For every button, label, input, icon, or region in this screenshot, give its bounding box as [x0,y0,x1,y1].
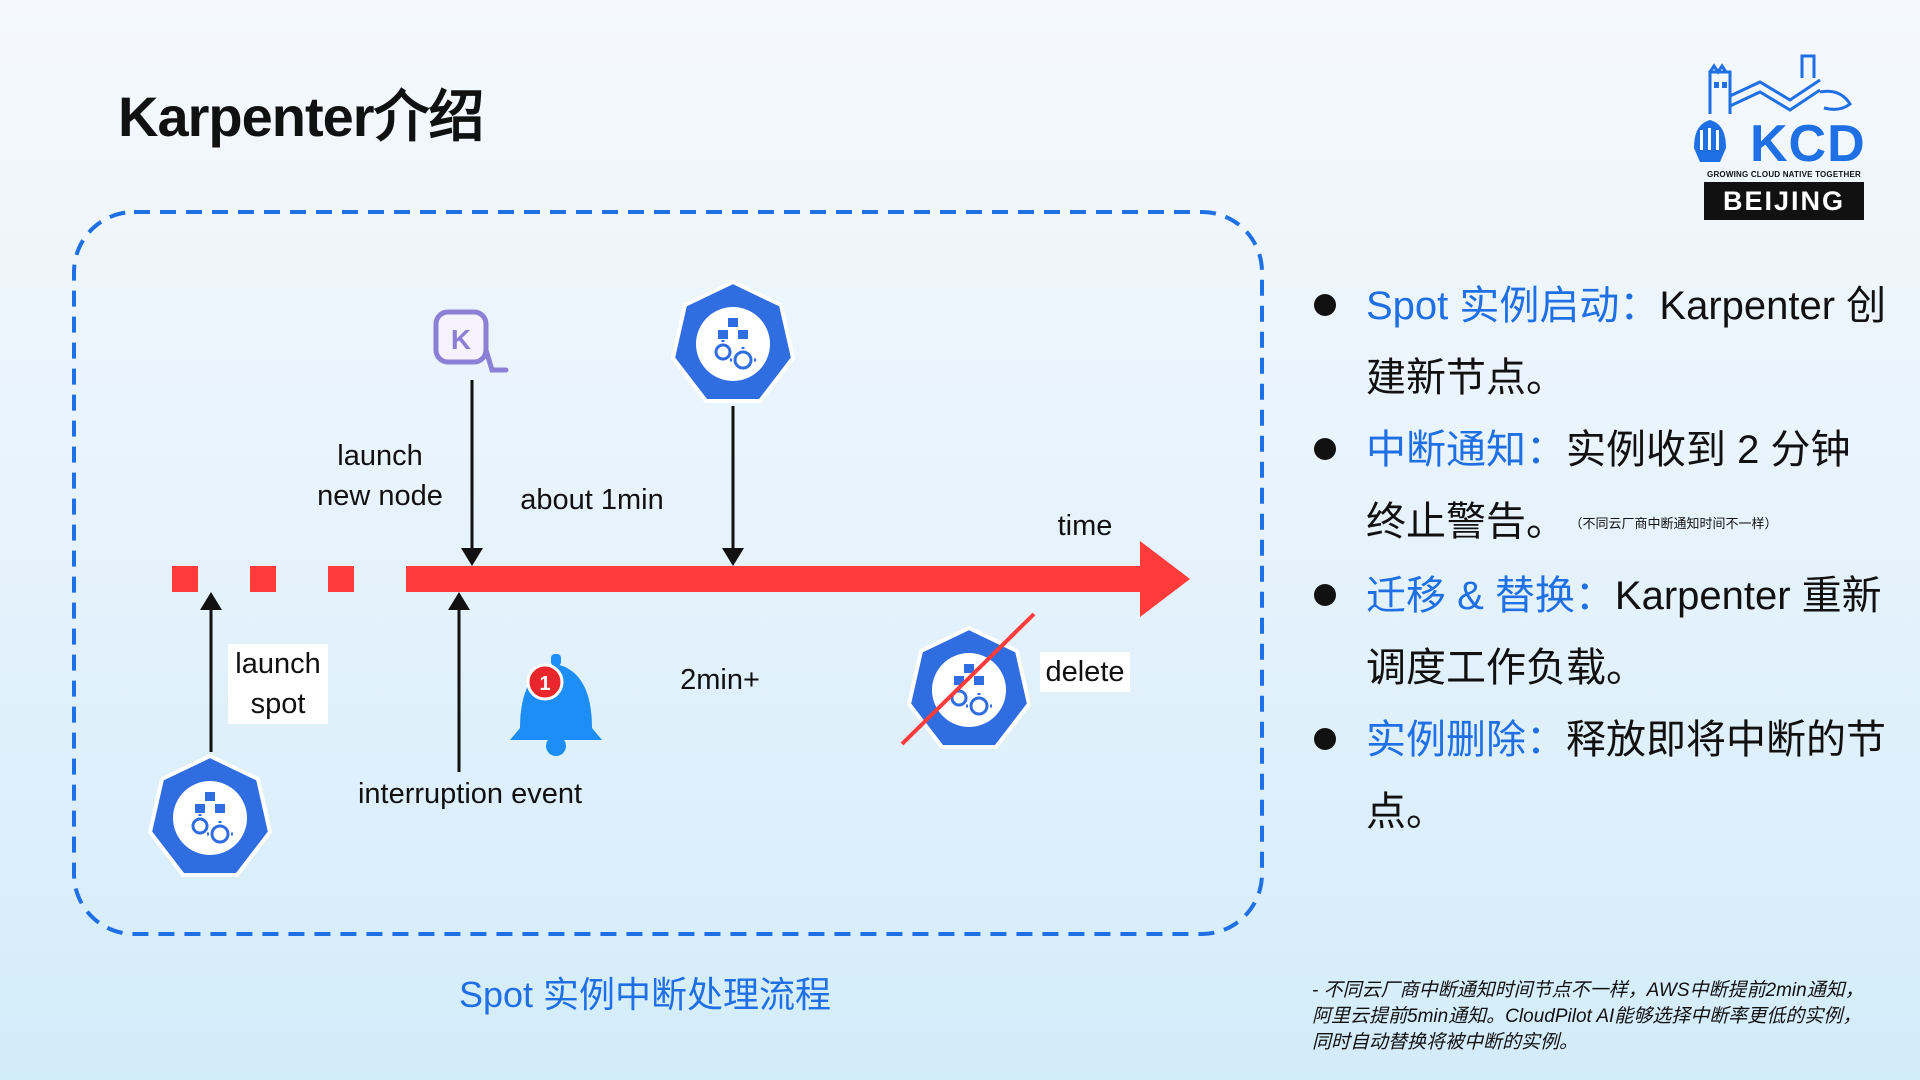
k8s-node-icon-spot [148,754,272,877]
bullet-text: Karpenter 重新调度工作负载。 [1366,574,1882,691]
bullet-highlight: 中断通知： [1366,428,1566,472]
k8s-node-icon-deleted [907,626,1031,749]
bullet-item: Spot 实例启动：Karpenter 创建新节点。 [1310,270,1890,414]
bullet-list: Spot 实例启动：Karpenter 创建新节点。 中断通知：实例收到 2 分… [1310,270,1890,848]
k8s-node-icon-new [671,280,795,403]
kcd-beijing-logo: KCD GROWING CLOUD NATIVE TOGETHER BEIJIN… [1690,52,1866,222]
logo-kcd-text: KCD [1750,115,1866,173]
bullet-text: Karpenter 创建新节点。 [1366,284,1887,400]
bullet-note: （不同云厂商中断通知时间不一样） [1576,516,1778,532]
logo-city: BEIJING [1704,182,1864,220]
bullet-highlight: Spot 实例启动： [1366,284,1660,328]
karpenter-icon: K [433,309,509,373]
timeline-dotted-prefix [172,566,354,592]
spot-interruption-diagram: K 1 launch new node about 1min time laun… [72,210,1264,936]
bullet-item: 实例删除：释放即将中断的节点。 [1310,704,1890,848]
logo-tagline: GROWING CLOUD NATIVE TOGETHER [1707,170,1861,179]
bullet-dot [1314,438,1336,460]
bullet-item: 迁移 & 替换：Karpenter 重新调度工作负载。 [1310,560,1890,704]
bullet-dot [1314,294,1336,316]
label-launch-new-node: launch new node [317,440,443,512]
label-2min-plus: 2min+ [680,664,760,696]
bullet-text: 释放即将中断的节点。 [1366,718,1886,835]
svg-text:1: 1 [539,673,550,695]
bullet-highlight: 实例删除： [1366,718,1566,763]
diagram-caption: Spot 实例中断处理流程 [458,974,832,1015]
bullet-text: 实例收到 2 分钟终止警告。 [1366,428,1851,544]
label-time: time [1057,510,1113,542]
karpenter-letter: K [451,324,471,355]
label-delete: delete [1040,652,1130,692]
diagram-graphics: K 1 [72,210,1264,936]
page-title: Karpenter介绍 [118,85,485,148]
bullet-dot [1314,728,1336,751]
label-interruption-event: interruption event [357,778,583,810]
bullet-highlight: 迁移 & 替换： [1366,574,1615,619]
delete-strike-line [900,612,1036,746]
dashed-border [72,210,1264,936]
bell-badge [526,663,564,701]
timeline-arrow-head [1140,541,1190,617]
great-wall-icon [1694,54,1852,162]
label-launch-spot: launch spot [228,644,328,724]
timeline-arrow-shaft [406,566,1142,592]
bell-icon: 1 [510,654,602,756]
bullet-item: 中断通知：实例收到 2 分钟终止警告。（不同云厂商中断通知时间不一样） [1310,414,1890,560]
footnote: - 不同云厂商中断通知时间节点不一样，AWS中断提前2min通知，阿里云提前5m… [1312,980,1864,1053]
bullet-dot [1314,584,1336,607]
label-about-1min: about 1min [520,484,664,516]
